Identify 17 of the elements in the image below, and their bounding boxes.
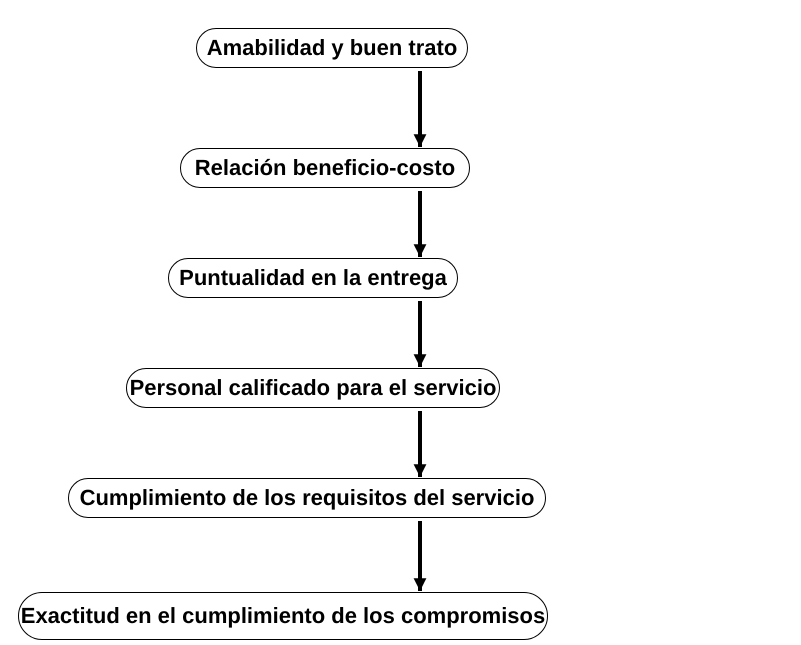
rounded-box xyxy=(18,592,548,640)
box-label: Relación beneficio-costo xyxy=(194,155,456,181)
rounded-box xyxy=(196,28,468,68)
arrow xyxy=(414,191,426,257)
arrow xyxy=(414,521,426,591)
box-label: Exactitud en el cumplimiento de los compromisos xyxy=(20,603,546,629)
box-label: Personal calificado para el servicio xyxy=(130,375,496,401)
arrow xyxy=(414,301,426,367)
box-label: Cumplimiento de los requisitos del servicio xyxy=(80,485,534,511)
arrow xyxy=(414,411,426,477)
box-label: Puntualidad en la entrega xyxy=(179,265,447,291)
rounded-box xyxy=(126,368,500,408)
rounded-box xyxy=(168,258,458,298)
rounded-box xyxy=(68,478,546,518)
rounded-box xyxy=(180,148,470,188)
arrow xyxy=(414,71,426,147)
box-label: Amabilidad y buen trato xyxy=(206,35,458,61)
